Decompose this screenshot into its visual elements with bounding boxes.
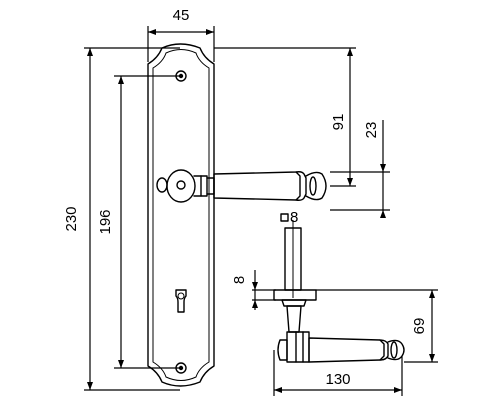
label-projection: 69: [411, 318, 428, 335]
lever-handle-front-view: [156, 169, 327, 203]
dimension-handle-length: 130: [273, 350, 403, 396]
label-plate-width: 45: [173, 7, 190, 24]
label-plate-height: 230: [63, 206, 80, 231]
dimension-plate-height: 230: [63, 47, 180, 391]
lever-handle-side-view: [273, 220, 405, 363]
dimension-plate-width: 45: [147, 7, 215, 62]
dimension-handle-height: 91: [214, 47, 356, 187]
square-symbol-icon: [280, 213, 289, 222]
backplate-front-view: [147, 43, 215, 387]
label-spindle-square: 8: [290, 209, 298, 226]
label-handle-height: 91: [330, 114, 347, 131]
keyhole: [175, 289, 187, 313]
label-handle-length: 130: [325, 371, 350, 388]
dimension-collar: 8: [231, 270, 276, 310]
dimension-spindle-square: 8: [280, 209, 298, 226]
dimension-screw-spacing: 196: [97, 75, 181, 369]
dimension-handle-offset: 23: [330, 120, 390, 218]
label-handle-offset: 23: [363, 122, 380, 139]
label-collar: 8: [231, 276, 248, 284]
dimension-projection: 69: [316, 289, 438, 363]
label-screw-spacing: 196: [97, 209, 114, 234]
